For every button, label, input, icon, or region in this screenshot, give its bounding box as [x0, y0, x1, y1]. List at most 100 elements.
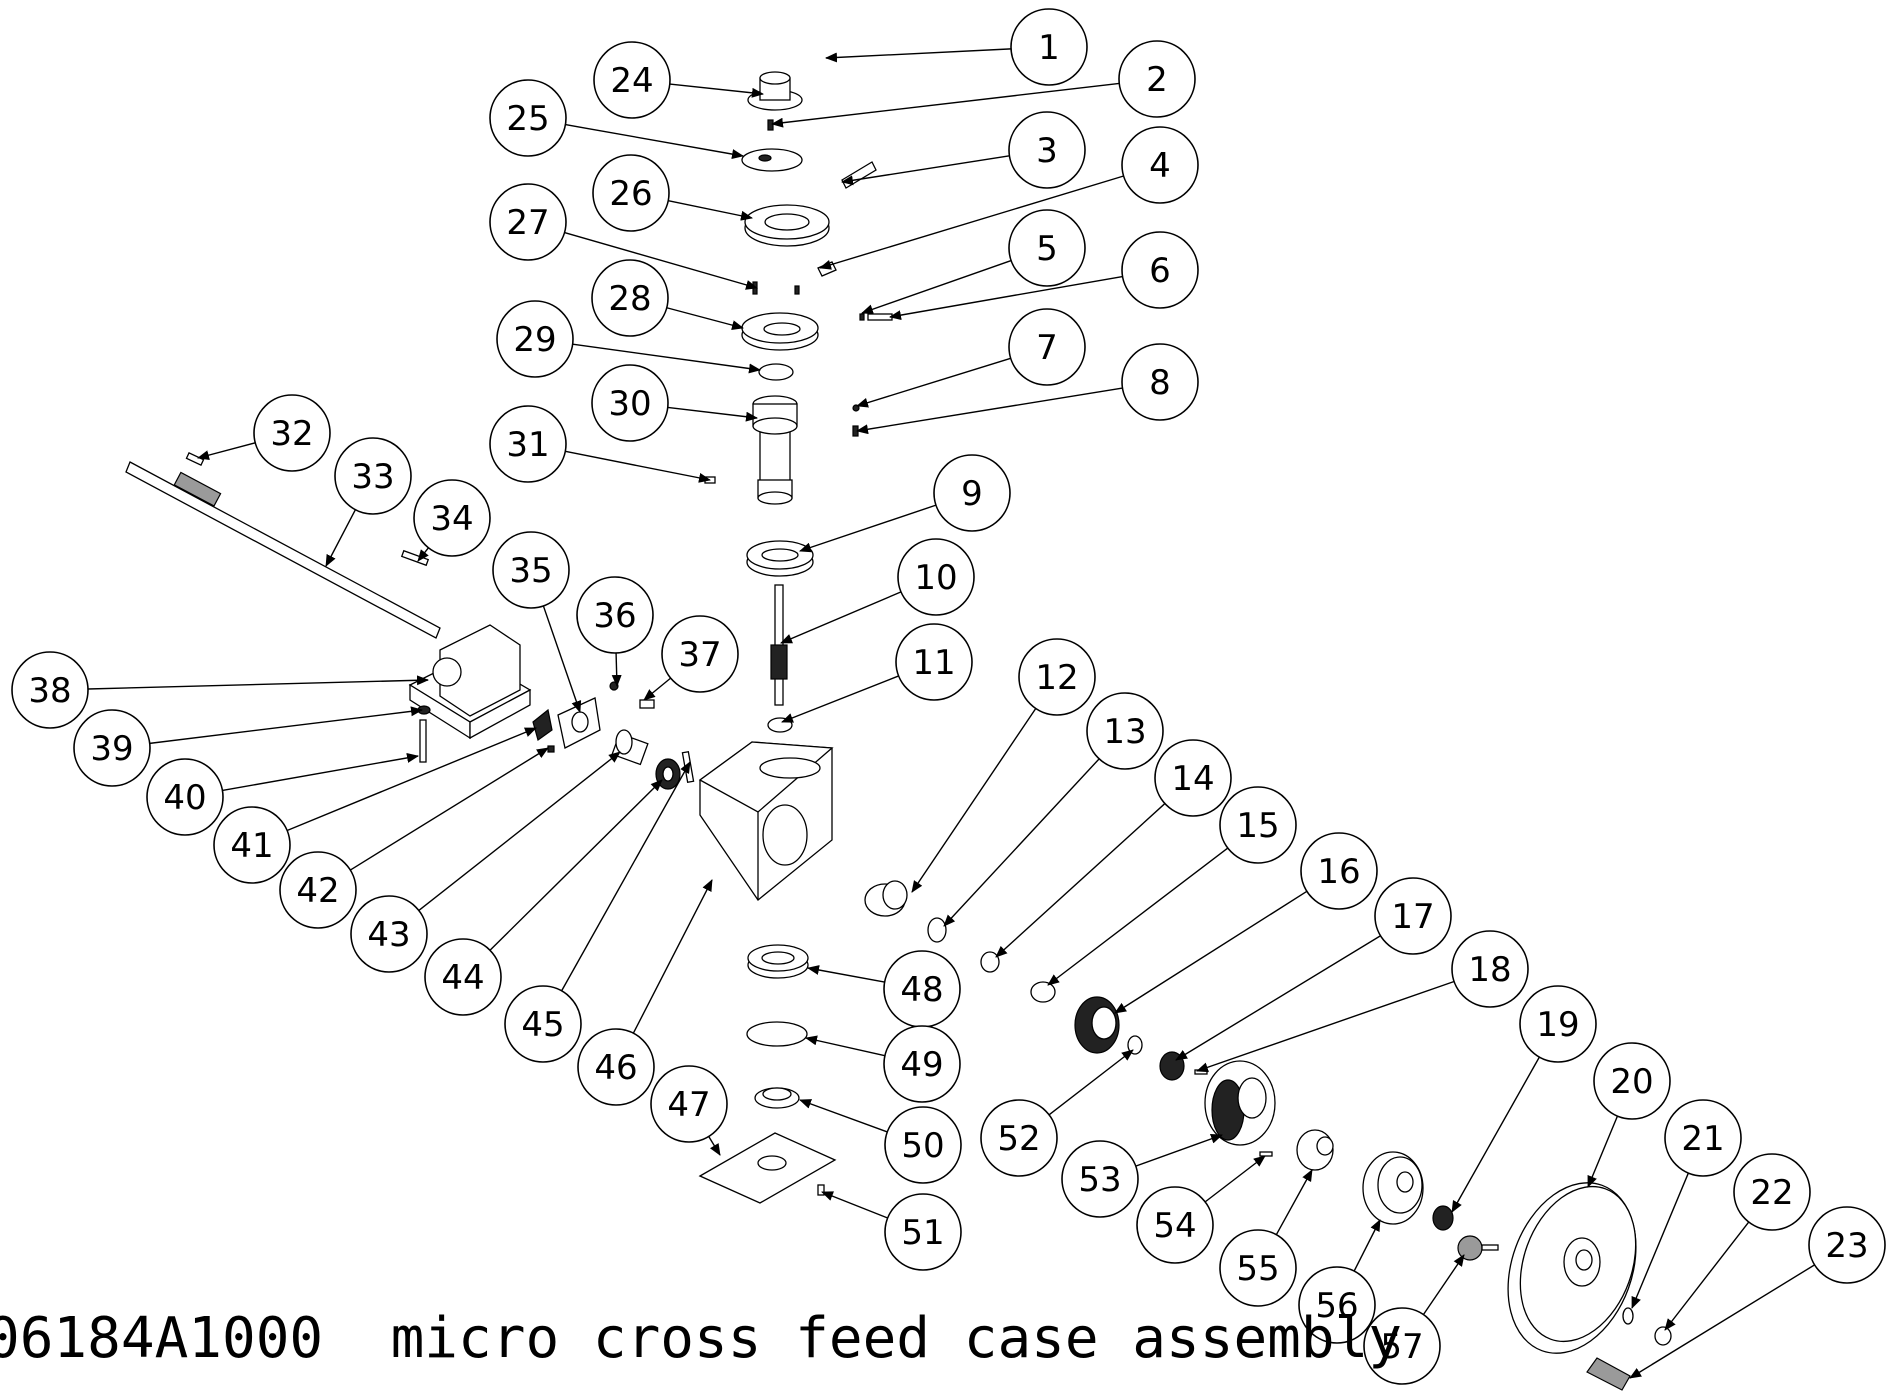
callout-number: 18	[1468, 950, 1511, 990]
callout-number: 15	[1236, 806, 1279, 846]
leader-line-33	[325, 509, 357, 567]
callout-17: 17	[1374, 877, 1452, 955]
part-clutch	[1159, 1051, 1185, 1081]
part-ring	[744, 204, 830, 247]
leader-line-43	[418, 751, 621, 912]
part-screw	[681, 750, 695, 784]
callout-19: 19	[1519, 985, 1597, 1063]
part-washer	[980, 951, 1000, 973]
leader-line-25	[565, 123, 744, 160]
leader-line-4	[819, 175, 1124, 270]
part-nut	[754, 1087, 800, 1109]
callout-number: 27	[506, 203, 549, 243]
callout-39: 39	[73, 709, 151, 787]
part-lock-washer	[927, 917, 947, 943]
part-gear	[1074, 996, 1120, 1054]
callout-number: 24	[610, 61, 653, 101]
callout-number: 53	[1078, 1160, 1121, 1200]
part-rod	[867, 313, 893, 321]
callout-31: 31	[489, 405, 567, 483]
callout-21: 21	[1664, 1099, 1742, 1177]
leader-line-24	[669, 83, 764, 98]
callout-36: 36	[576, 576, 654, 654]
callout-22: 22	[1733, 1153, 1811, 1231]
callout-circle	[1118, 40, 1196, 118]
callout-56: 56	[1298, 1266, 1376, 1344]
callout-circle	[1008, 209, 1086, 287]
part-clip	[532, 708, 553, 741]
callout-number: 39	[90, 729, 133, 769]
part-case	[698, 741, 834, 901]
callout-circle	[1008, 308, 1086, 386]
callout-9: 9	[933, 454, 1011, 532]
callout-53: 53	[1061, 1140, 1139, 1218]
leader-line-8	[856, 387, 1123, 435]
leader-line-42	[349, 747, 549, 871]
part-flange	[557, 697, 601, 749]
leader-line-28	[666, 307, 744, 331]
leader-line-20	[1587, 1115, 1619, 1188]
assembly-caption: 06184A1000 micro cross feed case assembl…	[0, 1306, 1403, 1371]
callout-circle	[413, 479, 491, 557]
callout-6: 6	[1121, 231, 1199, 309]
callout-40: 40	[146, 758, 224, 836]
callout-circle	[980, 1099, 1058, 1177]
part-screw	[1194, 1069, 1208, 1075]
callout-49: 49	[883, 1025, 961, 1103]
leader-line-34	[417, 547, 429, 562]
part-shaft	[125, 461, 441, 639]
callout-number: 22	[1750, 1173, 1793, 1213]
callout-circle	[489, 183, 567, 261]
leader-line-30	[667, 406, 758, 422]
part-bearing	[655, 758, 681, 790]
callout-number: 11	[912, 643, 955, 683]
part-handwheel	[1507, 1182, 1637, 1354]
part-bushing	[1296, 1129, 1334, 1171]
part-bushing	[1030, 981, 1056, 1003]
leader-line-1	[825, 48, 1012, 63]
part-screw	[794, 285, 800, 295]
leader-line-35	[542, 605, 582, 713]
leader-line-10	[780, 591, 902, 644]
part-bushing	[611, 729, 649, 766]
callout-43: 43	[350, 895, 428, 973]
part-pin	[841, 161, 877, 189]
callout-number: 42	[296, 871, 339, 911]
callout-circle	[496, 300, 574, 378]
part-worm-shaft	[770, 584, 788, 706]
leader-line-53	[1135, 1134, 1223, 1167]
callout-number: 21	[1681, 1119, 1724, 1159]
callout-number: 29	[513, 320, 556, 360]
callout-30: 30	[591, 364, 669, 442]
callout-number: 36	[593, 596, 636, 636]
leader-line-18	[1196, 980, 1455, 1073]
callout-12: 12	[1018, 638, 1096, 716]
callout-circle	[883, 1025, 961, 1103]
leader-line-27	[564, 231, 758, 290]
callout-circle	[1121, 343, 1199, 421]
callout-circle	[1154, 739, 1232, 817]
leader-line-32	[197, 442, 256, 461]
callout-20: 20	[1593, 1042, 1671, 1120]
leader-line-23	[1629, 1264, 1815, 1379]
callout-circle	[350, 895, 428, 973]
callout-number: 1	[1038, 28, 1060, 68]
leader-line-5	[861, 259, 1012, 315]
callout-circle	[334, 437, 412, 515]
leader-line-13	[943, 758, 1100, 927]
callout-3: 3	[1008, 111, 1086, 189]
callout-number: 49	[900, 1045, 943, 1085]
callout-1: 1	[1010, 8, 1088, 86]
callout-37: 37	[661, 615, 739, 693]
callout-5: 5	[1008, 209, 1086, 287]
callout-26: 26	[592, 154, 670, 232]
callout-number: 2	[1146, 60, 1168, 100]
callout-number: 14	[1171, 759, 1214, 799]
part-bearing	[864, 880, 908, 917]
callout-number: 51	[901, 1213, 944, 1253]
callout-number: 45	[521, 1005, 564, 1045]
callout-circle	[592, 154, 670, 232]
callout-number: 9	[961, 474, 983, 514]
leader-line-7	[856, 357, 1011, 408]
callout-circle	[577, 1028, 655, 1106]
